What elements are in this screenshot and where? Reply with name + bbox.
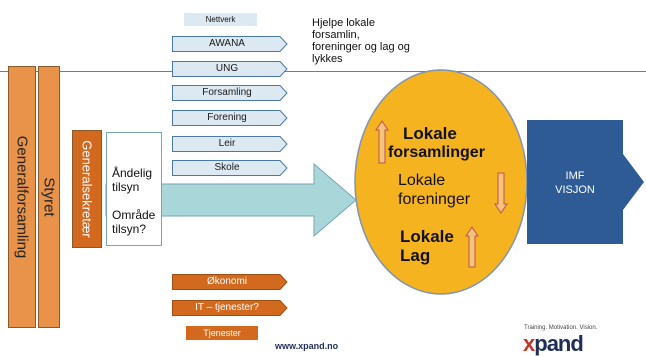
tag-forsamling-label: Forsamling xyxy=(202,87,252,98)
generalsekretaer-label: Generalsekretær xyxy=(79,140,95,238)
hjelpe-text: Hjelpe lokale forsamlin, foreninger og l… xyxy=(312,17,410,65)
omrade-tilsyn-label: Område tilsyn? xyxy=(112,208,156,236)
tag-ung: UNG xyxy=(172,61,288,77)
tag-awana-label: AWANA xyxy=(209,38,245,49)
up-arrow-icon xyxy=(465,226,479,268)
down-arrow-icon xyxy=(494,172,508,214)
timeline-line xyxy=(0,71,646,72)
xpand-logo: x xpand xyxy=(523,332,623,356)
lokale-foreninger-line2: foreninger xyxy=(398,191,471,208)
lokale-forsamlinger-line2: forsamlinger xyxy=(388,144,485,161)
tag-tjenester: Tjenester xyxy=(186,326,258,340)
tag-leir: Leir xyxy=(172,136,288,152)
tag-leir-label: Leir xyxy=(218,138,236,149)
up-arrow-icon xyxy=(375,120,389,164)
vision-line2: VISJON xyxy=(555,184,595,196)
generalforsamling-bar: Generalforsamling xyxy=(8,66,36,328)
vision-arrow xyxy=(527,120,644,244)
lokale-lag-line1: Lokale xyxy=(400,227,454,246)
generalsekretaer-bar: Generalsekretær xyxy=(72,130,102,248)
tag-skole: Skole xyxy=(172,160,288,176)
tag-it-label: IT – tjenester? xyxy=(195,302,259,313)
logo-text: xpand xyxy=(534,331,584,356)
tag-it: IT – tjenester? xyxy=(172,300,288,316)
styret-label: Styret xyxy=(40,177,58,217)
tilsyn-box xyxy=(106,132,162,246)
footer-tagline: Training. Motivation. Vision. xyxy=(524,325,598,331)
footer-url[interactable]: www.xpand.no xyxy=(275,341,339,351)
styret-bar: Styret xyxy=(38,66,60,328)
tag-forening-label: Forening xyxy=(207,112,247,123)
tag-nettverk: Nettverk xyxy=(184,13,257,26)
tag-awana: AWANA xyxy=(172,36,288,52)
logo-x-icon: x xyxy=(523,331,536,356)
lokale-forsamlinger-line1: Lokale xyxy=(403,124,457,143)
lokale-foreninger-line1: Lokale xyxy=(398,172,446,189)
vision-line1: IMF xyxy=(565,170,585,182)
generalforsamling-label: Generalforsamling xyxy=(13,135,31,259)
tag-okonomi-label: Økonomi xyxy=(206,276,247,287)
tag-forsamling: Forsamling xyxy=(172,85,288,101)
tag-ung-label: UNG xyxy=(215,63,239,74)
tag-skole-label: Skole xyxy=(214,162,240,173)
tag-forening: Forening xyxy=(172,110,288,126)
lokale-lag-line2: Lag xyxy=(400,246,431,265)
tag-okonomi: Økonomi xyxy=(172,274,288,290)
andelig-tilsyn-label: Åndelig tilsyn xyxy=(112,166,153,194)
